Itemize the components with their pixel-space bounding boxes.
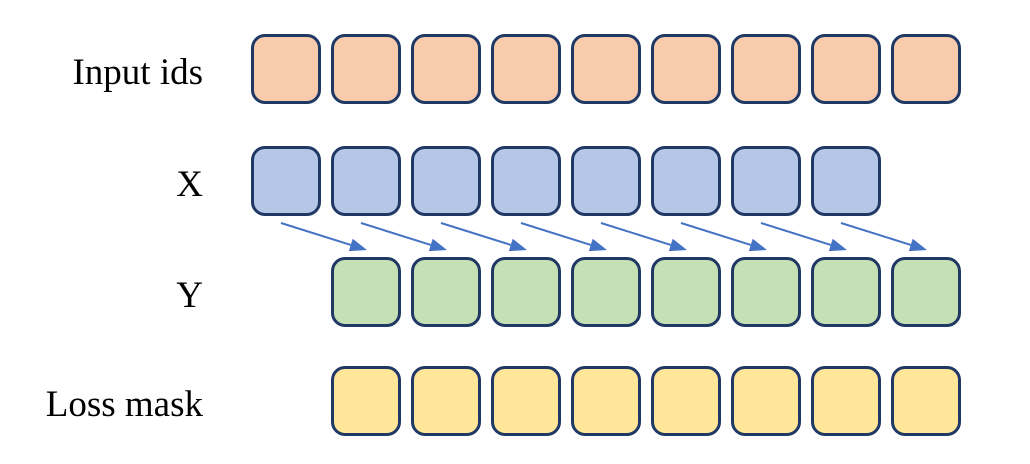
arrow-shaft bbox=[520, 222, 592, 246]
arrow-shaft bbox=[440, 222, 512, 246]
arrow-shaft bbox=[840, 222, 912, 246]
row-label-x: X bbox=[176, 164, 203, 205]
arrow-x2-to-y2 bbox=[360, 222, 447, 252]
cell-input-ids-8 bbox=[811, 34, 881, 104]
cell-loss-mask-6 bbox=[731, 366, 801, 436]
arrow-shaft bbox=[680, 222, 752, 246]
cell-y-6 bbox=[731, 257, 801, 327]
cell-y-3 bbox=[491, 257, 561, 327]
cell-input-ids-4 bbox=[491, 34, 561, 104]
cell-y-8 bbox=[891, 257, 961, 327]
arrow-shaft bbox=[760, 222, 832, 246]
arrow-shaft bbox=[280, 222, 352, 246]
arrow-head bbox=[668, 238, 687, 252]
arrow-x1-to-y1 bbox=[280, 222, 367, 252]
cell-loss-mask-3 bbox=[491, 366, 561, 436]
arrow-x7-to-y7 bbox=[760, 222, 847, 252]
cell-loss-mask-8 bbox=[891, 366, 961, 436]
arrow-head bbox=[908, 238, 927, 252]
cell-x-4 bbox=[491, 146, 561, 216]
arrow-head bbox=[508, 238, 527, 252]
arrow-x4-to-y4 bbox=[520, 222, 607, 252]
cell-input-ids-6 bbox=[651, 34, 721, 104]
cell-y-2 bbox=[411, 257, 481, 327]
arrow-x6-to-y6 bbox=[680, 222, 767, 252]
cell-x-2 bbox=[331, 146, 401, 216]
arrow-x8-to-y8 bbox=[840, 222, 927, 252]
arrow-head bbox=[348, 238, 367, 252]
cell-input-ids-9 bbox=[891, 34, 961, 104]
cell-x-5 bbox=[571, 146, 641, 216]
arrow-x5-to-y5 bbox=[600, 222, 687, 252]
cell-y-4 bbox=[571, 257, 641, 327]
row-label-y: Y bbox=[176, 275, 203, 316]
arrow-shaft bbox=[360, 222, 432, 246]
cell-loss-mask-1 bbox=[331, 366, 401, 436]
row-label-input-ids: Input ids bbox=[72, 52, 203, 93]
cell-loss-mask-5 bbox=[651, 366, 721, 436]
arrow-x3-to-y3 bbox=[440, 222, 527, 252]
cell-loss-mask-7 bbox=[811, 366, 881, 436]
arrow-head bbox=[828, 238, 847, 252]
arrow-head bbox=[748, 238, 767, 252]
cell-x-6 bbox=[651, 146, 721, 216]
cell-input-ids-2 bbox=[331, 34, 401, 104]
cell-input-ids-5 bbox=[571, 34, 641, 104]
cell-x-8 bbox=[811, 146, 881, 216]
cell-y-1 bbox=[331, 257, 401, 327]
cell-x-1 bbox=[251, 146, 321, 216]
cell-loss-mask-2 bbox=[411, 366, 481, 436]
cell-loss-mask-4 bbox=[571, 366, 641, 436]
cell-x-7 bbox=[731, 146, 801, 216]
cell-y-7 bbox=[811, 257, 881, 327]
arrow-shaft bbox=[600, 222, 672, 246]
row-label-loss-mask: Loss mask bbox=[45, 384, 203, 425]
cell-y-5 bbox=[651, 257, 721, 327]
cell-input-ids-3 bbox=[411, 34, 481, 104]
arrow-head bbox=[588, 238, 607, 252]
cell-input-ids-1 bbox=[251, 34, 321, 104]
cell-x-3 bbox=[411, 146, 481, 216]
cell-input-ids-7 bbox=[731, 34, 801, 104]
arrow-head bbox=[428, 238, 447, 252]
